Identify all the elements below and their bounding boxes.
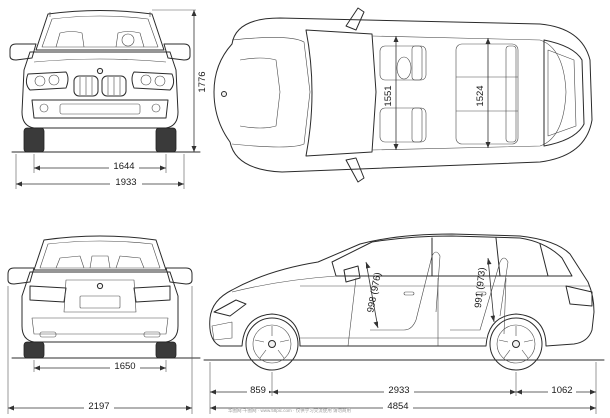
overall-width-label: 1933 [115,177,136,188]
rear-headroom-label: 991 (973) [473,267,488,309]
wheelbase-label: 2933 [388,385,409,396]
rear-track-label: 1650 [114,361,135,372]
overall-length-label: 4854 [387,401,408,412]
width-with-mirrors-label: 2197 [88,401,109,412]
front-overhang-label: 859 [250,385,266,396]
watermark-text: 华图网·千图网 · www.58pic.com · 仅供学习交流使用 请勿商用 [228,407,351,414]
rear-overhang-label: 1062 [551,385,572,396]
front-interior-width-label: 1551 [383,85,394,106]
height-label: 1776 [197,71,208,92]
front-track-label: 1644 [113,161,134,172]
dimension-labels: 1644 1933 1776 1551 1524 1650 2197 859 2… [84,71,576,412]
rear-view [7,235,201,414]
top-view [213,7,593,183]
rear-interior-width-label: 1524 [475,85,486,106]
front-view [9,9,201,189]
front-headroom-label: 998 (976) [365,272,384,314]
side-view [203,233,605,414]
